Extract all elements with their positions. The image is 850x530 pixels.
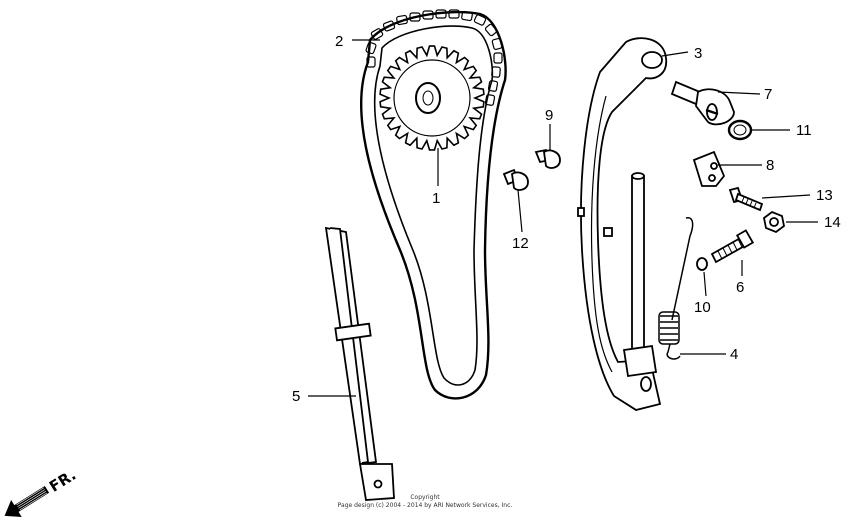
callout-14: 14 [824, 214, 841, 231]
callout-1: 1 [432, 190, 440, 207]
callout-7: 7 [764, 86, 772, 103]
front-direction-arrow: FR. [4, 466, 79, 517]
bolt-9[interactable] [534, 148, 561, 169]
tensioner-spring[interactable] [658, 217, 694, 360]
callout-2: 2 [335, 33, 343, 50]
copyright-line-2: Page design (c) 2004 - 2014 by ARI Netwo… [337, 502, 513, 509]
callout-labels: 1 2 3 4 5 6 7 8 9 10 11 12 13 14 [292, 33, 841, 405]
cam-chain[interactable] [359, 9, 507, 400]
callout-12: 12 [512, 235, 529, 252]
callout-3: 3 [694, 45, 702, 62]
bolt-13[interactable] [728, 186, 764, 212]
copyright-line-1: Copyright [410, 494, 440, 501]
callout-6: 6 [736, 279, 744, 296]
adjusting-bolt[interactable] [710, 229, 755, 264]
callout-9: 9 [545, 107, 553, 124]
o-ring[interactable] [727, 119, 753, 141]
leader-lines [308, 39, 818, 397]
copyright-notice: Copyright Page design (c) 2004 - 2014 by… [300, 494, 550, 510]
small-o-ring[interactable] [696, 257, 708, 271]
callout-8: 8 [766, 157, 774, 174]
bolt-12[interactable] [502, 168, 529, 191]
callout-10: 10 [694, 299, 711, 316]
front-label: FR. [46, 466, 79, 496]
tensioner-pushrod[interactable] [622, 172, 658, 378]
callout-4: 4 [730, 346, 738, 363]
nut-14[interactable] [763, 210, 785, 234]
cam-sprocket[interactable] [379, 45, 485, 151]
callout-5: 5 [292, 388, 300, 405]
callout-11: 11 [796, 122, 812, 139]
cam-chain-guide[interactable] [324, 226, 395, 501]
tensioner-arm[interactable] [577, 37, 668, 411]
tensioner-plunger[interactable] [670, 80, 735, 126]
stopper-plate[interactable] [692, 150, 726, 187]
callout-13: 13 [816, 187, 833, 204]
